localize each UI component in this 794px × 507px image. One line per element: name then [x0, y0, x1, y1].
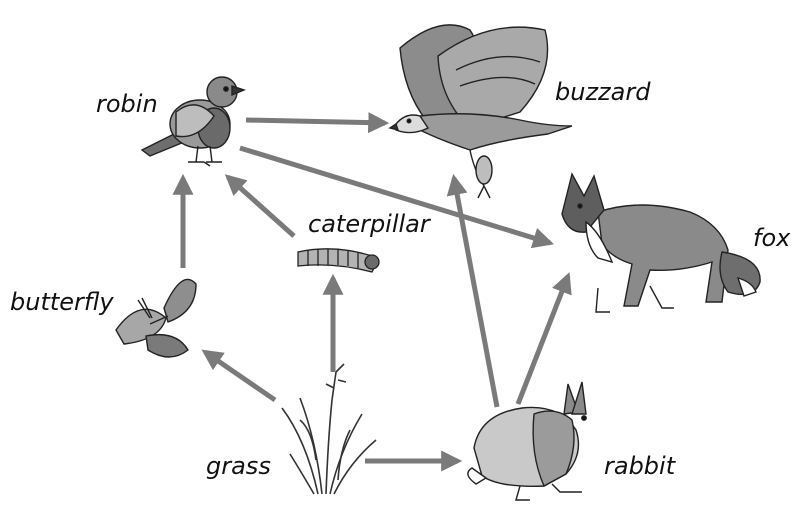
rabbit-illustration [468, 382, 586, 500]
buzzard-label: buzzard [555, 80, 650, 104]
rabbit-label: rabbit [604, 454, 675, 478]
grass-label: grass [206, 454, 271, 478]
butterfly-label: butterfly [10, 290, 114, 314]
fox-illustration [562, 174, 760, 312]
fox-label: fox [753, 226, 790, 250]
butterfly-illustration [116, 279, 196, 357]
grass-illustration [282, 364, 376, 494]
robin-label: robin [96, 92, 158, 116]
caterpillar-label: caterpillar [308, 212, 430, 236]
caterpillar-illustration [298, 249, 379, 272]
arrow-caterpillar-to-robin [228, 177, 294, 236]
arrow-rabbit-to-buzzard [454, 178, 497, 407]
arrow-grass-to-butterfly [205, 352, 275, 400]
arrow-rabbit-to-fox [518, 276, 568, 404]
arrow-robin-to-buzzard [246, 120, 385, 123]
buzzard-illustration [390, 25, 572, 198]
